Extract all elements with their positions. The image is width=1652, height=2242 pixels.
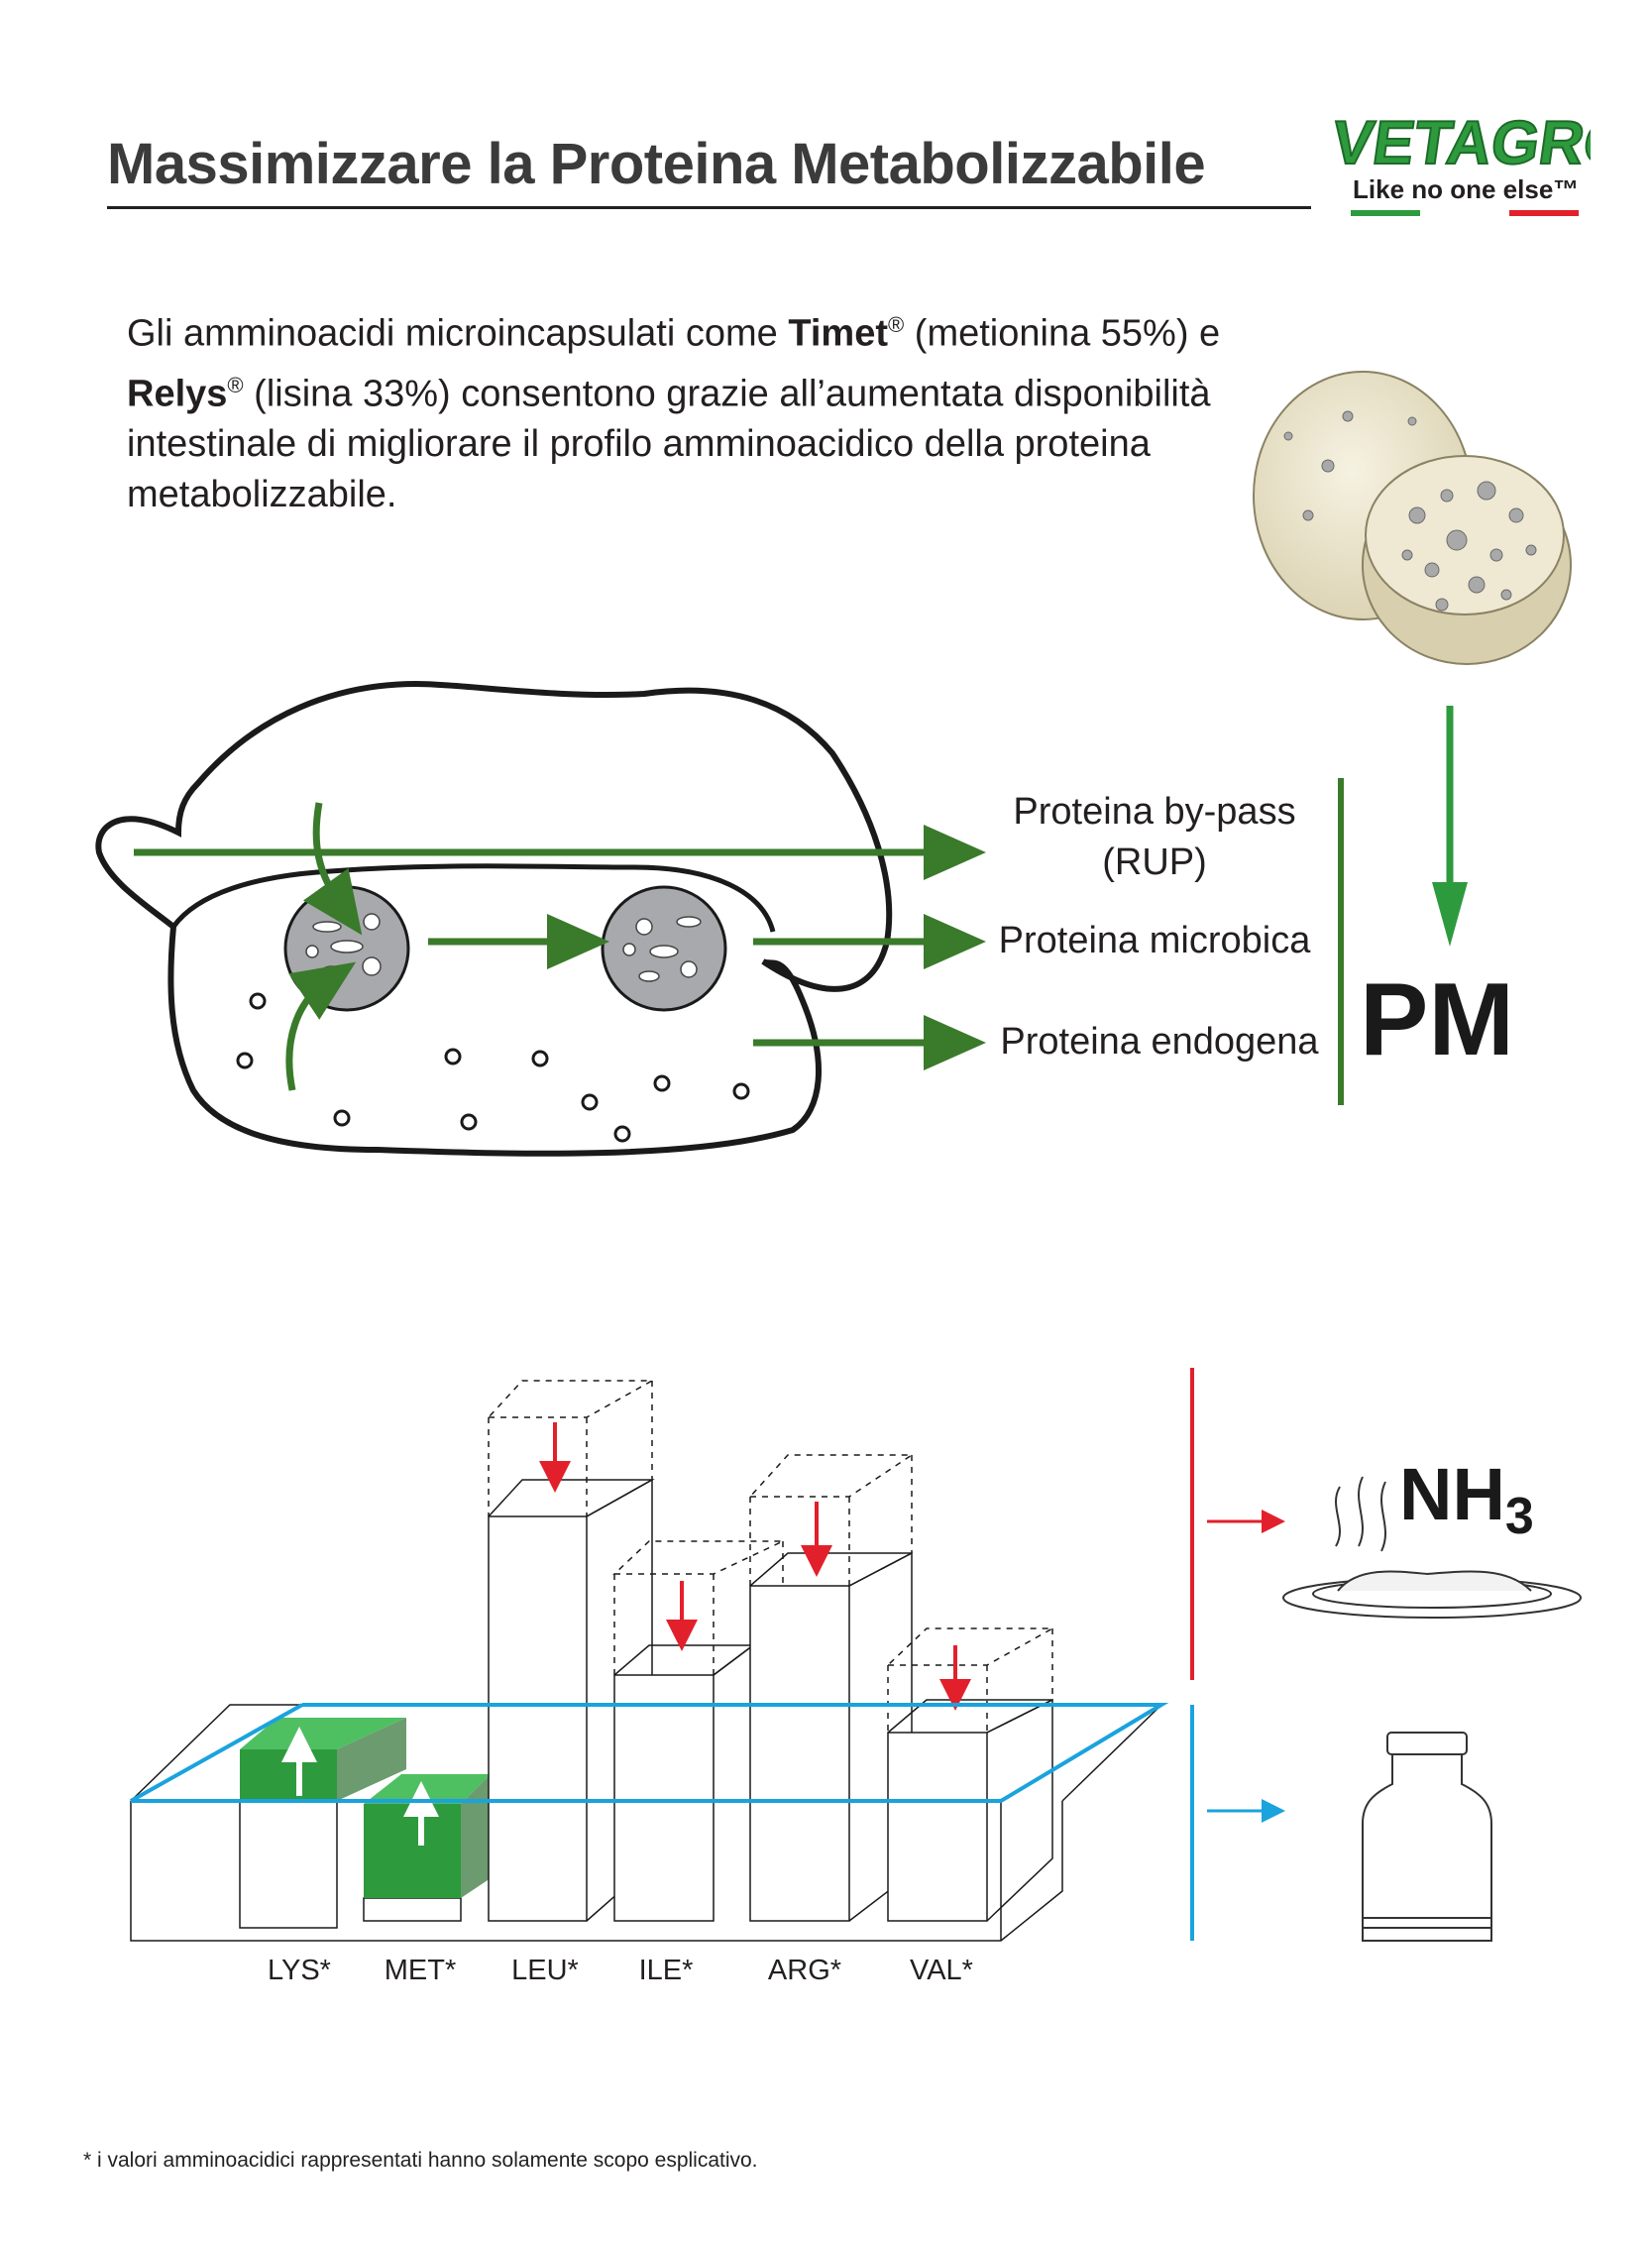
intro-text-1: Gli amminoacidi microincapsulati come — [127, 312, 789, 355]
category-label-arg: ARG* — [767, 1955, 842, 1986]
rup-label-line1: Proteina by-pass — [1013, 791, 1296, 833]
intro-text-3: (lisina 33%) consentono grazie all’aumen… — [127, 373, 1211, 516]
category-label-leu: LEU* — [511, 1955, 579, 1986]
bar-met-green-front — [364, 1804, 461, 1898]
bar-arg — [749, 1585, 850, 1922]
microbe-circle-1 — [283, 885, 410, 1012]
title-divider — [107, 206, 1311, 209]
pellet-to-pm-arrowhead — [1432, 882, 1468, 947]
bar-met-base — [363, 1897, 462, 1922]
endogenous-protein-label: Proteina endogena — [1000, 1021, 1319, 1063]
feed-particles — [236, 992, 750, 1143]
microbial-protein-label: Proteina microbica — [998, 920, 1311, 961]
rumen-inner-outline — [170, 863, 776, 933]
bar-val — [887, 1732, 988, 1922]
microbe-circle-2 — [601, 885, 727, 1012]
nh3-subscript: 3 — [1504, 1488, 1534, 1545]
rup-label-line2: (RUP) — [1102, 841, 1207, 883]
timet-reg: ® — [888, 312, 905, 337]
relys-reg: ® — [227, 372, 244, 397]
bar-lys — [239, 1800, 338, 1929]
rumen-flow-arrows — [134, 802, 986, 1091]
pm-label: PM — [1360, 962, 1514, 1077]
rup-label: Proteina by-pass (RUP) — [991, 791, 1318, 884]
intro-paragraph: Gli amminoacidi microincapsulati come Ti… — [127, 299, 1237, 520]
bar-lys-green-side — [337, 1718, 406, 1801]
timet-name: Timet — [788, 312, 889, 355]
bar-ile — [613, 1674, 715, 1922]
amino-acid-bar-diagram — [130, 1368, 1285, 1942]
svg-text:VETAGRO: VETAGRO — [1333, 109, 1591, 177]
category-label-lys: LYS* — [268, 1955, 331, 1986]
category-label-met: MET* — [384, 1955, 457, 1986]
manure-steam-icon — [1282, 1476, 1582, 1619]
vetagro-logo: VETAGRO Like no one else™ — [1333, 108, 1591, 216]
intro-text-2: (metionina 55%) e — [904, 312, 1221, 355]
bar-leu — [488, 1515, 588, 1922]
svg-text:Like no one else™: Like no one else™ — [1353, 174, 1579, 204]
category-label-ile: ILE* — [638, 1955, 694, 1986]
footnote: * i valori amminoacidici rappresentati h… — [83, 2149, 758, 2172]
nh3-label: NH3 — [1399, 1452, 1534, 1546]
pellet-illustration — [1253, 371, 1572, 665]
rumen-outline — [95, 680, 893, 1157]
ideal-profile-plane — [130, 1703, 1169, 1803]
relys-name: Relys — [127, 373, 228, 415]
milk-can-icon — [1362, 1732, 1492, 1942]
bar-lys-green-front — [240, 1749, 337, 1801]
page-title: Massimizzare la Proteina Metabolizzabile — [107, 132, 1206, 196]
nh3-text: NH — [1399, 1453, 1505, 1535]
bar-met-green-side — [461, 1774, 491, 1898]
category-label-val: VAL* — [910, 1955, 973, 1986]
